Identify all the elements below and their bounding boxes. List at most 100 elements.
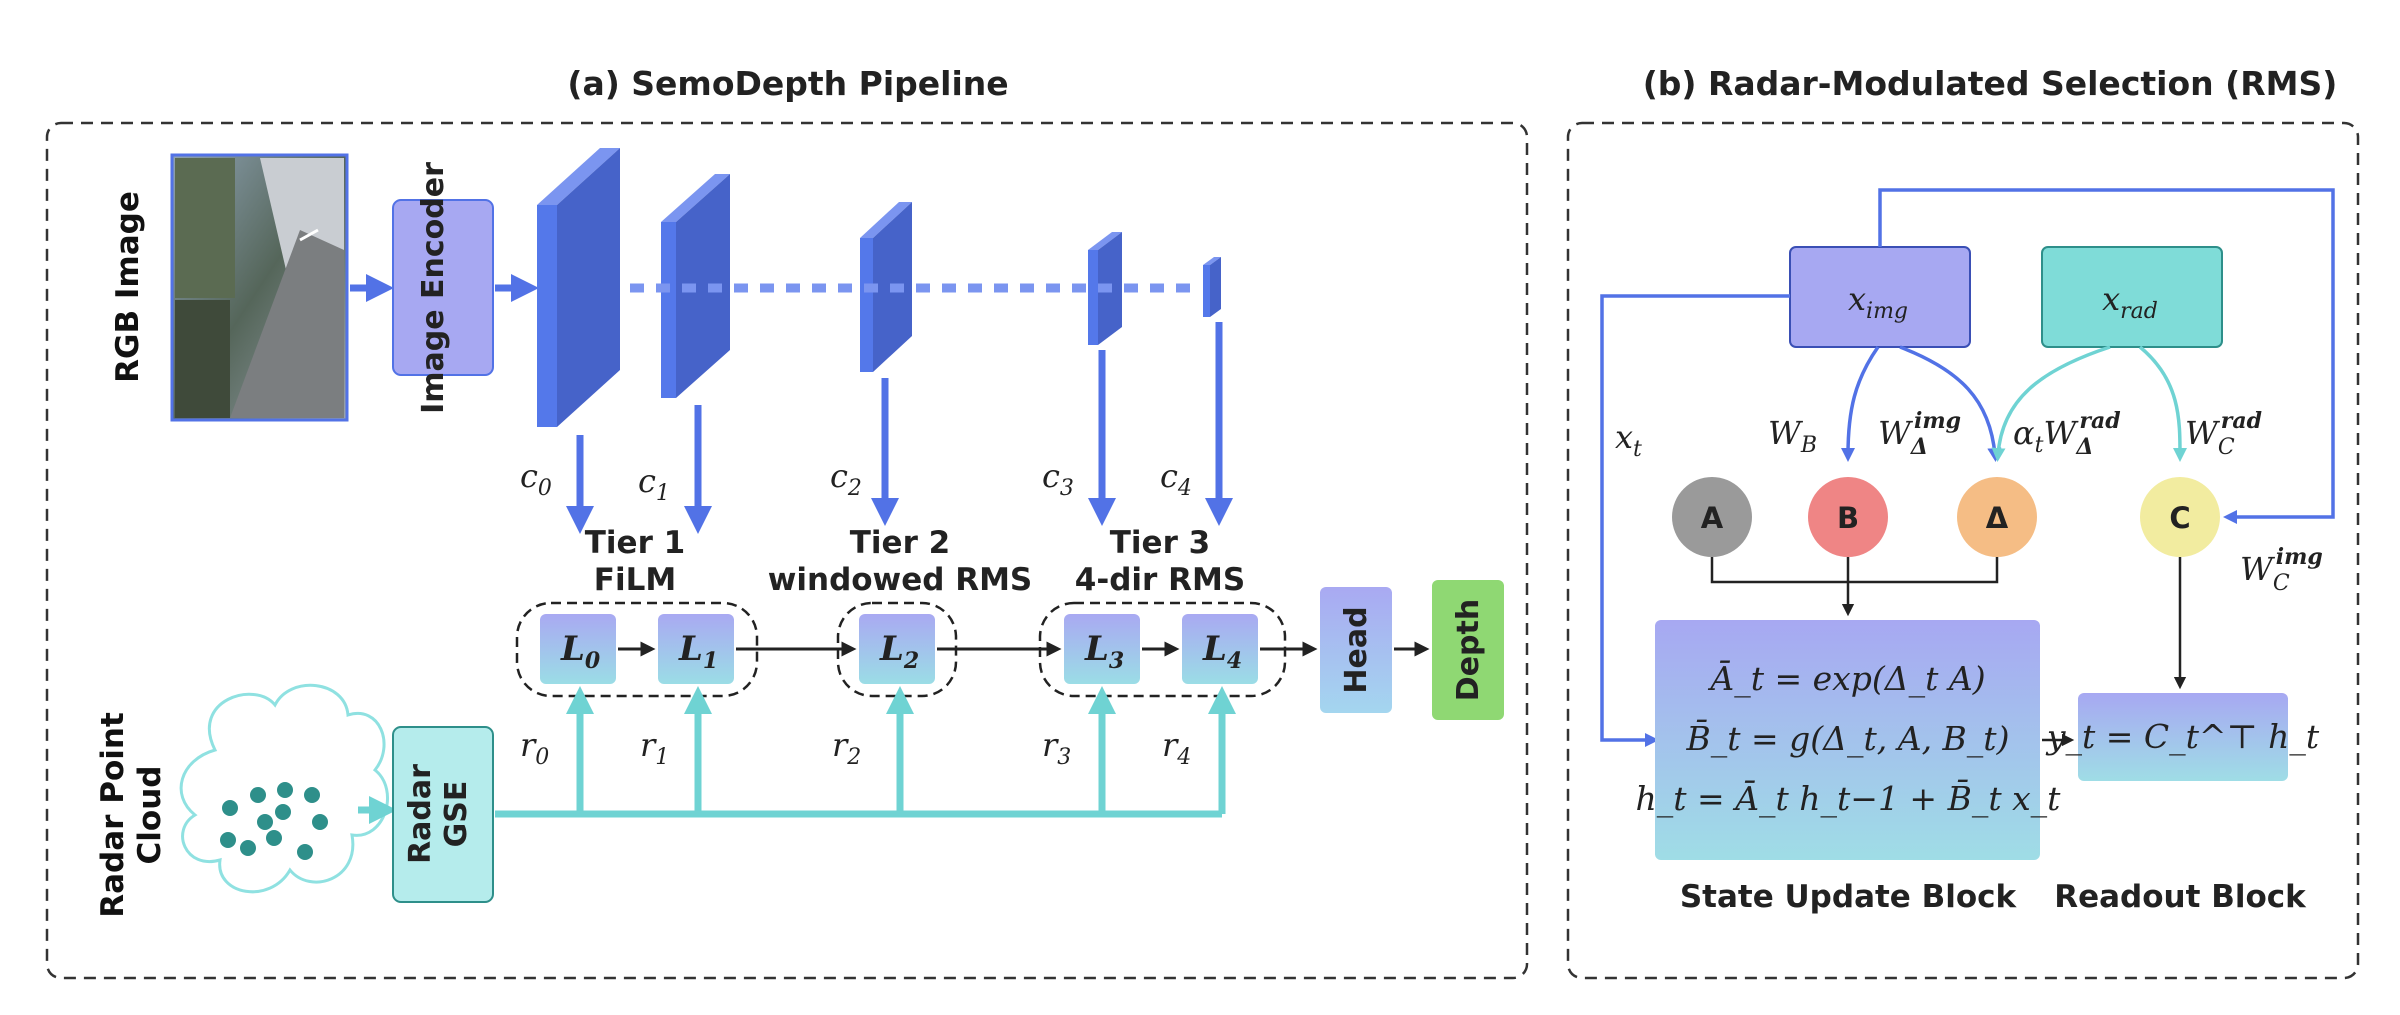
- l4-letter: L: [1202, 629, 1227, 669]
- node-c-label: C: [2169, 501, 2190, 535]
- c2-letter: c: [830, 457, 848, 495]
- xrad-to-c-arrow: [2138, 345, 2187, 462]
- tier1-title: Tier 1: [585, 525, 685, 561]
- wc-img-label: WCimg: [2240, 544, 2323, 596]
- r1-sub: 1: [655, 745, 669, 770]
- wdi-sup: img: [1914, 408, 1961, 434]
- depth-box: [1432, 580, 1504, 720]
- r0-letter: r: [520, 726, 537, 764]
- awdr-sup: rad: [2079, 408, 2120, 434]
- tier2-subtitle: windowed RMS: [768, 562, 1033, 598]
- image-encoder-label: Image Encoder: [416, 162, 451, 414]
- x-rad-sub: rad: [2120, 299, 2158, 324]
- radar-gse-line2: GSE: [439, 781, 474, 848]
- w-delta-img-label: WΔimg: [1878, 408, 1961, 460]
- r4-letter: r: [1162, 726, 1179, 764]
- x-rad-letter: x: [2102, 280, 2120, 318]
- l1-sub: 1: [703, 648, 718, 674]
- awdr-sub: Δ: [2075, 434, 2093, 460]
- tier1-subtitle: FiLM: [594, 562, 676, 598]
- l0-letter: L: [560, 629, 585, 669]
- x-img-letter: x: [1848, 280, 1866, 318]
- r0-label: r0: [520, 726, 549, 770]
- c3-label: c3: [1042, 457, 1074, 501]
- xt-label: xt: [1615, 418, 1642, 462]
- c1-sub: 1: [656, 481, 670, 506]
- radar-gse-box: [392, 726, 494, 903]
- r0-sub: 0: [535, 745, 549, 770]
- depth-label: Depth: [1451, 599, 1486, 701]
- head-label: Head: [1339, 606, 1374, 693]
- node-b: [1808, 477, 1888, 557]
- l3-sub: 3: [1109, 648, 1124, 674]
- readout-eq: y_t = C_t^⊤ h_t: [2045, 717, 2320, 757]
- r1-label: r1: [640, 726, 669, 770]
- r3-sub: 3: [1057, 745, 1071, 770]
- layer-l3-label: L3: [1084, 629, 1124, 674]
- x-img-label: ximg: [1848, 280, 1908, 324]
- r3-letter: r: [1042, 726, 1059, 764]
- r4-sub: 4: [1176, 745, 1191, 770]
- state-update-label: State Update Block: [1680, 879, 2018, 915]
- awdr-alpha: α: [2013, 414, 2035, 452]
- ximg-to-state-xt: [1600, 294, 1790, 747]
- node-a: [1672, 477, 1752, 557]
- r1-letter: r: [640, 726, 657, 764]
- xt-letter: x: [1615, 418, 1633, 456]
- awdr-w: W: [2043, 414, 2079, 452]
- tier1-group: [515, 601, 759, 698]
- state-eq1: Ā_t = exp(Δ_t A): [1707, 659, 1985, 699]
- node-delta-label: Δ: [1986, 501, 2009, 535]
- xrad-to-delta-arrow: [1991, 345, 2111, 462]
- image-encoder-box: [392, 199, 494, 376]
- radar-gse-line1: Radar: [403, 764, 438, 864]
- wb-label: WB: [1768, 414, 1817, 458]
- tier3-subtitle: 4-dir RMS: [1075, 562, 1245, 598]
- state-eq3: h_t = Ā_t h_t−1 + B̄_t x_t: [1636, 778, 2062, 819]
- c4-label: c4: [1160, 457, 1192, 501]
- c4-letter: c: [1160, 457, 1178, 495]
- r2-letter: r: [832, 726, 849, 764]
- layer-l2-box: [859, 614, 935, 684]
- wcr-letter: W: [2185, 414, 2221, 452]
- tier3-title: Tier 3: [1110, 525, 1210, 561]
- node-a-label: A: [1701, 501, 1724, 535]
- c2-label: c2: [830, 457, 862, 501]
- r4-label: r4: [1162, 726, 1191, 770]
- feature-block-c4: [1203, 257, 1221, 317]
- radar-label-line2: Cloud: [132, 766, 168, 865]
- l4-sub: 4: [1227, 648, 1242, 674]
- feature-block-c1: [661, 174, 730, 398]
- ximg-to-b-arrow: [1841, 345, 1880, 462]
- wcr-sup: rad: [2221, 408, 2262, 434]
- node-c: [2140, 477, 2220, 557]
- feature-block-c0: [537, 148, 620, 427]
- layer-l2-label: L2: [879, 629, 919, 674]
- c3-letter: c: [1042, 457, 1060, 495]
- x-rad-label: xrad: [2102, 280, 2158, 324]
- pipeline-title: (a) SemoDepth Pipeline: [567, 64, 1008, 103]
- x-img-sub: img: [1866, 299, 1908, 324]
- abd-merge-line: [1710, 557, 1999, 584]
- c4-sub: 4: [1177, 476, 1192, 501]
- x-img-box: [1789, 246, 1971, 348]
- ximg-to-delta-arrow: [1899, 345, 2002, 462]
- layer-l4-box: [1182, 614, 1258, 684]
- r3-label: r3: [1042, 726, 1071, 770]
- xt-sub: t: [1633, 437, 1642, 462]
- wci-letter: W: [2240, 550, 2276, 588]
- node-b-label: B: [1837, 501, 1859, 535]
- readout-label: Readout Block: [2054, 879, 2307, 915]
- ximg-to-c-loop: [1878, 188, 2335, 524]
- l3-letter: L: [1084, 629, 1109, 669]
- c1-label: c1: [638, 462, 670, 506]
- readout-block: [2078, 693, 2288, 781]
- wdi-letter: W: [1878, 414, 1914, 452]
- layer-l0-box: [540, 614, 616, 684]
- l2-sub: 2: [903, 648, 919, 674]
- layer-l1-label: L1: [678, 629, 718, 674]
- state-update-block: [1655, 620, 2040, 860]
- l1-letter: L: [678, 629, 703, 669]
- layer-l0-label: L0: [560, 629, 601, 674]
